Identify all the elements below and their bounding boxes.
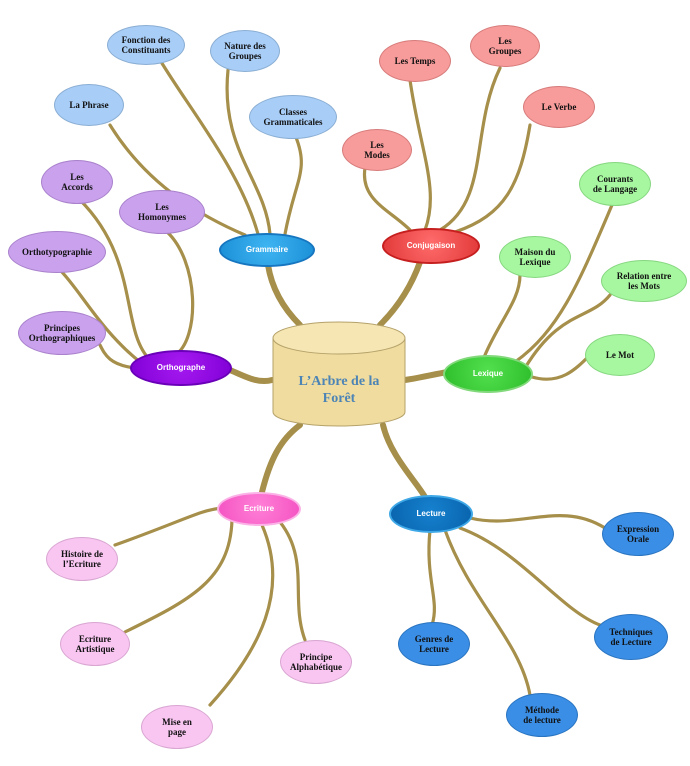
leaf-methode-de-lecture[interactable]: Méthode de lecture [506, 693, 578, 737]
trunk-branches [227, 259, 451, 500]
leaf-les-temps[interactable]: Les Temps [379, 40, 451, 82]
leaf-branches [58, 58, 614, 707]
leaf-techniques-de-lecture[interactable]: Techniques de Lecture [594, 614, 668, 660]
hub-conjugaison[interactable]: Conjugaison [382, 228, 480, 264]
leaf-principes-orthographiques[interactable]: Principes Orthographiques [18, 311, 106, 355]
hub-lecture[interactable]: Lecture [389, 495, 473, 533]
hub-ecriture[interactable]: Ecriture [217, 492, 301, 526]
leaf-les-homonymes[interactable]: Les Homonymes [119, 190, 205, 234]
center-title-line2: Forêt [323, 391, 356, 406]
leaf-le-mot[interactable]: Le Mot [585, 334, 655, 376]
hub-lexique[interactable]: Lexique [443, 355, 533, 393]
leaf-expression-orale[interactable]: Expression Orale [602, 512, 674, 556]
leaf-classes-grammaticales[interactable]: Classes Grammaticales [249, 95, 337, 139]
leaf-le-verbe[interactable]: Le Verbe [523, 86, 595, 128]
center-cylinder: L’Arbre de la Forêt [272, 321, 406, 427]
leaf-courants-de-langage[interactable]: Courants de Langage [579, 162, 651, 206]
leaf-principe-alphabetique[interactable]: Principe Alphabétique [280, 640, 352, 684]
leaf-la-phrase[interactable]: La Phrase [54, 84, 124, 126]
leaf-mise-en-page[interactable]: Mise en page [141, 705, 213, 749]
leaf-nature-des-groupes[interactable]: Nature des Groupes [210, 30, 280, 72]
leaf-fonction-des-constituants[interactable]: Fonction des Constituants [107, 25, 185, 65]
hub-orthographe[interactable]: Orthographe [130, 350, 232, 386]
hub-grammaire[interactable]: Grammaire [219, 233, 315, 267]
leaf-les-accords[interactable]: Les Accords [41, 160, 113, 204]
leaf-histoire-de-lecriture[interactable]: Histoire de l’Ecriture [46, 537, 118, 581]
leaf-ecriture-artistique[interactable]: Ecriture Artistique [60, 622, 130, 666]
leaf-genres-de-lecture[interactable]: Genres de Lecture [398, 622, 470, 666]
center-title-line1: L’Arbre de la [299, 374, 380, 389]
leaf-relation-entre-les-mots[interactable]: Relation entre les Mots [601, 260, 687, 302]
leaf-les-groupes[interactable]: Les Groupes [470, 25, 540, 67]
leaf-maison-du-lexique[interactable]: Maison du Lexique [499, 236, 571, 278]
leaf-orthotypographie[interactable]: Orthotypographie [8, 231, 106, 273]
leaf-les-modes[interactable]: Les Modes [342, 129, 412, 171]
